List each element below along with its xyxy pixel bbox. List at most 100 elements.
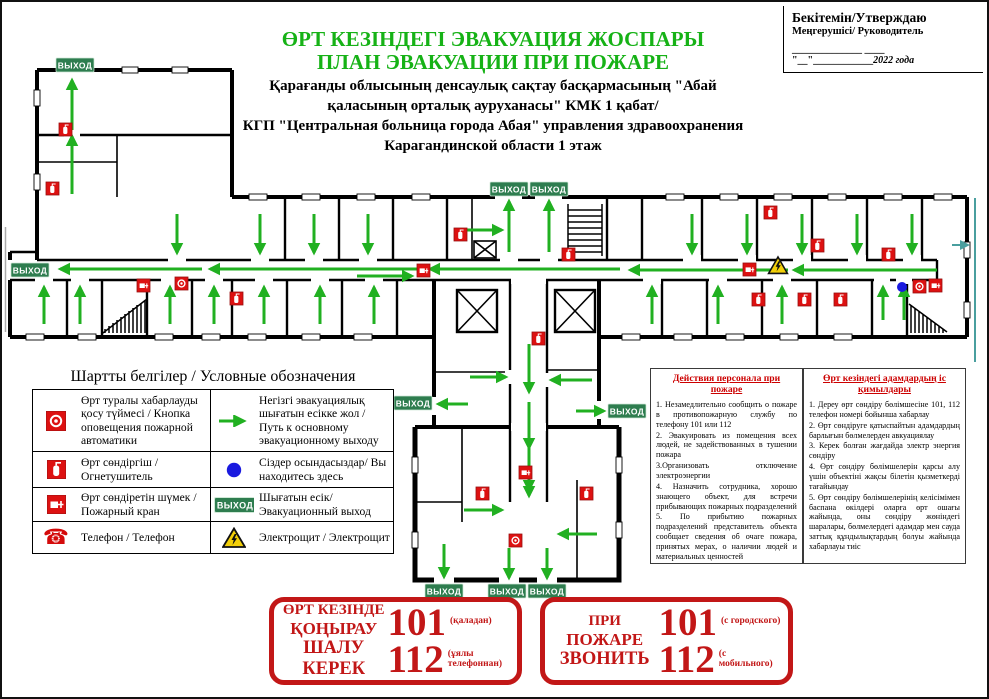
fire-hydrant-icon: [136, 278, 151, 293]
fire-extinguisher-icon: [36, 460, 76, 479]
instruction-item: 2. Эвакуировать из помещения всех людей,…: [656, 430, 797, 460]
telephone-icon: ☎: [42, 525, 70, 549]
svg-text:ВЫХОД: ВЫХОД: [427, 587, 461, 597]
call-box-kz-title: ӨРТ КЕЗІНДЕ ҚОҢЫРАУ ШАЛУ КЕРЕК: [282, 602, 385, 679]
exit-sign: ВЫХОД: [393, 395, 433, 411]
instruction-item: 3. Керек болған жағдайда электр энергия …: [809, 441, 960, 461]
legend-item: Негізгі эвакуациялық шығатын есікке жол …: [210, 390, 393, 452]
you-are-here-icon: [214, 461, 254, 479]
evacuation-arrows: [37, 77, 970, 581]
legend-item: ВЫХОД Шығатын есік/ Эвакуационный выход: [210, 488, 393, 522]
legend-item: Өрт сөндіргіш / Огнетушитель: [33, 452, 210, 488]
legend-item: Сіздер осындасыздар/ Вы находитесь здесь: [210, 452, 393, 488]
approval-role: Меңгерушісі/ Руководитель: [792, 26, 924, 37]
instruction-item: 1. Дереу өрт сөндіру бөлімшесіне 101, 11…: [809, 400, 960, 419]
fire-hydrant-icon: [928, 278, 943, 293]
svg-text:ВЫХОД: ВЫХОД: [13, 266, 47, 276]
call-box-ru-title: ПРИ ПОЖАРЕ ЗВОНИТЬ: [559, 612, 650, 669]
people-actions-box: Өрт кезіндегі адамдардың іс қимылдары 1.…: [803, 368, 966, 564]
fire-extinguisher-icon: [881, 247, 896, 262]
windows: [25, 66, 971, 549]
svg-text:ВЫХОД: ВЫХОД: [530, 587, 564, 597]
safety-icons: [45, 122, 943, 548]
alarm-button-icon: [174, 276, 189, 291]
alarm-button-icon: [508, 533, 523, 548]
instruction-item: 5. По прибытию пожарных подразделений пр…: [656, 512, 797, 561]
approval-date-line: "__"____________2022 года: [792, 55, 915, 66]
fire-extinguisher-icon: [229, 291, 244, 306]
alarm-button-icon: [36, 410, 76, 431]
evacuation-route-arrow-icon: [214, 414, 254, 427]
approval-title: Бекітемін/Утверждаю: [792, 10, 927, 25]
emergency-number: 112: [387, 638, 444, 681]
exit-sign: ВЫХОД: [489, 181, 529, 197]
emergency-number: 101: [387, 600, 446, 644]
svg-text:ВЫХОД: ВЫХОД: [396, 399, 430, 409]
staff-actions-title: Действия персонала при пожаре: [672, 373, 781, 395]
emergency-number: 112: [658, 638, 715, 681]
fire-extinguisher-icon: [763, 205, 778, 220]
svg-text:ВЫХОД: ВЫХОД: [610, 407, 644, 417]
fire-extinguisher-icon: [797, 292, 812, 307]
exit-sign-icon: ВЫХОД: [214, 496, 254, 513]
svg-text:ВЫХОД: ВЫХОД: [58, 61, 92, 71]
approval-signature-line: ______________ ____: [792, 44, 885, 55]
legend-item: Өрт туралы хабарлауды қосу түймесі / Кно…: [33, 390, 210, 452]
svg-text:ВЫХОД: ВЫХОД: [217, 500, 254, 510]
legend-item: Өрт сөндіретін шүмек / Пожарный кран: [33, 488, 210, 522]
instruction-item: 4. Назначить сотрудника, хорошо знающего…: [656, 481, 797, 511]
alarm-button-icon: [912, 279, 927, 294]
instruction-item: 4. Өрт сөндіру бөлімшелерін қарсы алу үш…: [809, 462, 960, 491]
people-actions-title: Өрт кезіндегі адамдардың іс қимылдары: [823, 373, 946, 395]
instruction-item: 1. Незамедлительно сообщить о пожаре в п…: [656, 400, 797, 429]
title-ru: ПЛАН ЭВАКУАЦИИ ПРИ ПОЖАРЕ: [316, 50, 670, 75]
fire-extinguisher-icon: [833, 292, 848, 307]
svg-text:ВЫХОД: ВЫХОД: [532, 185, 566, 195]
fire-extinguisher-icon: [475, 486, 490, 501]
legend-title: Шартты белгілер / Условные обозначения: [70, 368, 356, 385]
fire-extinguisher-icon: [810, 238, 825, 253]
exit-signs: ВЫХОД ВЫХОД ВЫХОД ВЫХОД ВЫХОД ВЫХОД ВЫХО…: [10, 57, 647, 599]
you-are-here-icon: [897, 282, 907, 292]
staff-actions-box: Действия персонала при пожаре 1. Незамед…: [650, 368, 803, 564]
electrical-panel-icon: [214, 527, 254, 548]
fire-extinguisher-icon: [531, 331, 546, 346]
call-box-ru: ПРИ ПОЖАРЕ ЗВОНИТЬ 101 (с городского) 11…: [540, 597, 793, 685]
legend: Шартты белгілер / Условные обозначения Ө…: [32, 368, 394, 554]
legend-item: Электрощит / Электрощит: [210, 522, 393, 553]
fire-hydrant-icon: [742, 262, 757, 277]
exit-sign: ВЫХОД: [55, 57, 95, 73]
elevator-shafts: [455, 240, 597, 334]
fire-hydrant-icon: [416, 263, 431, 278]
legend-table: Өрт туралы хабарлауды қосу түймесі / Кно…: [32, 389, 394, 554]
call-box-kz: ӨРТ КЕЗІНДЕ ҚОҢЫРАУ ШАЛУ КЕРЕК 101 (қала…: [269, 597, 522, 685]
fire-extinguisher-icon: [579, 486, 594, 501]
instruction-item: 5. Өрт сөндіру бөлімшелерінің келісіміме…: [809, 492, 960, 552]
subtitle: Қарағанды облысының денсаулық сақтау бас…: [242, 78, 744, 154]
fire-extinguisher-icon: [58, 122, 73, 137]
exit-sign: ВЫХОД: [424, 583, 464, 599]
instruction-item: 3.Организовать отключение электроэнергии: [656, 461, 797, 481]
exit-sign: ВЫХОД: [607, 403, 647, 419]
fire-extinguisher-icon: [561, 247, 576, 262]
svg-text:ВЫХОД: ВЫХОД: [492, 185, 526, 195]
call-box-ru-numbers: 101 (с городского) 112 (с мобильного): [658, 600, 781, 681]
fire-extinguisher-icon: [751, 292, 766, 307]
fire-extinguisher-icon: [45, 181, 60, 196]
approval-block: Бекітемін/Утверждаю Меңгерушісі/ Руковод…: [783, 6, 983, 73]
exit-sign: ВЫХОД: [10, 262, 50, 278]
title-kz: ӨРТ КЕЗІНДЕГІ ЭВАКУАЦИЯ ЖОСПАРЫ: [281, 27, 705, 51]
svg-text:ВЫХОД: ВЫХОД: [490, 587, 524, 597]
instruction-item: 2. Өрт сөндіруге қатыспайтын адамдардың …: [809, 420, 960, 440]
emergency-number: 101: [658, 600, 717, 644]
title-block: ӨРТ КЕЗІНДЕГІ ЭВАКУАЦИЯ ЖОСПАРЫ ПЛАН ЭВА…: [170, 27, 816, 157]
fire-hydrant-icon: [36, 495, 76, 514]
fire-extinguisher-icon: [453, 227, 468, 242]
edge-glazing: [4, 198, 976, 362]
fire-hydrant-icon: [518, 465, 533, 480]
legend-item: ☎ Телефон / Телефон: [33, 522, 210, 553]
stairs: [102, 204, 948, 334]
call-box-kz-numbers: 101 (қаладан) 112 (ұялы телефоннан): [387, 600, 502, 681]
